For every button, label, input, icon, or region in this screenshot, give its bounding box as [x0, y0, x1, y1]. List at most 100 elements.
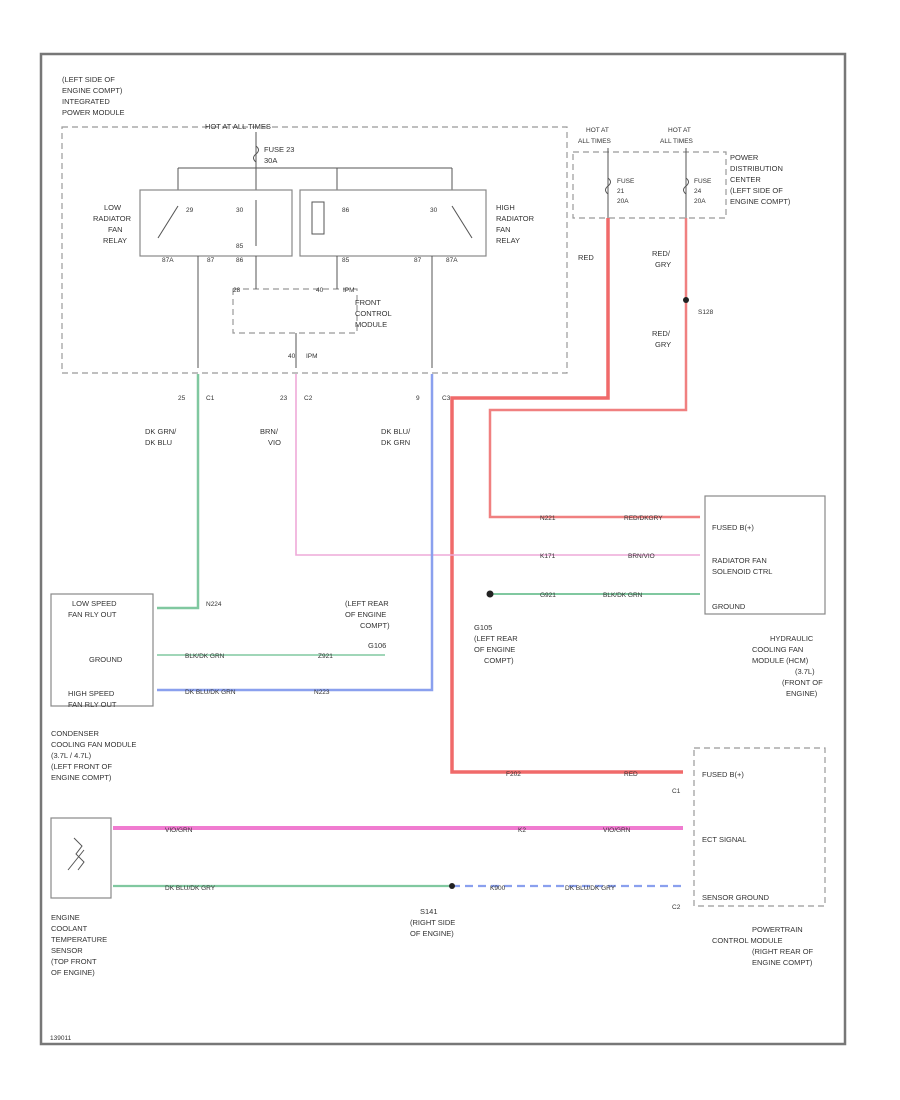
ground-g105-dot	[486, 590, 494, 598]
condenser-pin-high-1: HIGH SPEED	[68, 689, 115, 698]
condenser-label-2: COOLING FAN MODULE	[51, 740, 136, 749]
low-relay-pin-30: 30	[236, 207, 244, 214]
fcm-c2-pin-40: 40	[288, 353, 296, 360]
wire-label-c2-b: VIO	[268, 438, 281, 447]
c3-pin: 9	[416, 395, 420, 402]
pcm-connector-c1: C1	[672, 788, 681, 795]
footer-code: 139011	[50, 1035, 72, 1042]
fuse-21-rating: 20A	[617, 198, 629, 205]
high-relay-pin-86: 86	[342, 207, 350, 214]
ipm-location-2: ENGINE COMPT)	[62, 86, 123, 95]
ect-label-6: OF ENGINE)	[51, 968, 95, 977]
fuse-24-label: FUSE	[694, 178, 712, 185]
g105-line-3: OF ENGINE	[474, 645, 515, 654]
ect-box	[50, 817, 112, 899]
wire-dkblu-c3-to-condenser	[157, 374, 434, 692]
splice-s128-dot	[683, 297, 689, 303]
front-control-module-outline	[232, 288, 358, 334]
power-distribution-center: HOT AT ALL TIMES HOT AT ALL TIMES POWER …	[572, 127, 791, 219]
ect-label-5: (TOP FRONT	[51, 957, 97, 966]
wire-label-red-gry-1a: RED/	[652, 249, 671, 258]
low-relay-pin-87a: 87A	[162, 257, 174, 264]
ect-label-4: SENSOR	[51, 946, 83, 955]
splice-s141-label: S141 (RIGHT SIDE OF ENGINE)	[410, 907, 455, 938]
pcm-outline	[693, 747, 826, 907]
hcfm-label-1: HYDRAULIC	[770, 634, 814, 643]
pcm-label-4: ENGINE COMPT)	[752, 958, 813, 967]
ect-thermistor-symbol	[67, 837, 85, 871]
wire-label-g921: G921	[540, 592, 556, 599]
c1-pin: 25	[178, 395, 186, 402]
condenser-pin-low-1: LOW SPEED	[72, 599, 117, 608]
fcm-label-1: FRONT	[355, 298, 381, 307]
wire-label-vio-grn-2: VIO/GRN	[603, 827, 631, 834]
fcm-pin-ipm: IPM	[343, 287, 355, 294]
high-relay-pin-30: 30	[430, 207, 438, 214]
pdc-label-5: ENGINE COMPT)	[730, 197, 791, 206]
fuse-24-rating: 20A	[694, 198, 706, 205]
wire-label-vio-grn: VIO/GRN	[165, 827, 193, 834]
wire-brn-vio-c2-to-hcfm	[295, 374, 700, 556]
pdc-label-3: CENTER	[730, 175, 761, 184]
condenser-pin-ground: GROUND	[89, 655, 123, 664]
wire-label-red-dkgry: RED/DKGRY	[624, 515, 663, 522]
condenser-label-1: CONDENSER	[51, 729, 100, 738]
wire-label-dkblu-dkgry: DK BLU/DK GRY	[165, 885, 216, 892]
fuse-23-rating: 30A	[264, 156, 277, 165]
wire-label-red-gry-2b: GRY	[655, 340, 671, 349]
condenser-label-5: ENGINE COMPT)	[51, 773, 112, 782]
pcm-label-1: POWERTRAIN	[752, 925, 803, 934]
fuse-21-num: 21	[617, 188, 625, 195]
wires: S128 RED RED/ GRY RED/ GRY DK GRN/ DK BL…	[113, 218, 714, 892]
pcm-pin-ect: ECT SIGNAL	[702, 835, 746, 844]
g105-line-4: COMPT)	[484, 656, 514, 665]
c2-pin: 23	[280, 395, 288, 402]
wire-label-k900: K900	[490, 885, 506, 892]
engine-coolant-temperature-sensor: ENGINE COOLANT TEMPERATURE SENSOR (TOP F…	[50, 817, 112, 977]
s141-line-3: OF ENGINE)	[410, 929, 454, 938]
g105-line-2: (LEFT REAR	[474, 634, 518, 643]
diagram-frame	[39, 52, 847, 1046]
integrated-power-module: (LEFT SIDE OF ENGINE COMPT) INTEGRATED P…	[61, 75, 568, 402]
wire-label-red-gry-2a: RED/	[652, 329, 671, 338]
pcm-pin-sensor-ground: SENSOR GROUND	[702, 893, 770, 902]
pcm-pin-fused: FUSED B(+)	[702, 770, 744, 779]
wire-label-c3-b: DK GRN	[381, 438, 410, 447]
wire-label-brn-vio: BRN/VIO	[628, 553, 655, 560]
wire-label-dkblu-dkgry-2: DK BLU/DK GRY	[565, 885, 616, 892]
wire-label-c1-a: DK GRN/	[145, 427, 177, 436]
pcm-label-2: CONTROL MODULE	[712, 936, 783, 945]
fuse-21-label: FUSE	[617, 178, 635, 185]
low-relay-label-2: RADIATOR	[93, 214, 132, 223]
low-relay-label-3: FAN	[108, 225, 123, 234]
hcfm-pin-ground: GROUND	[712, 602, 746, 611]
wire-label-c2-a: BRN/	[260, 427, 279, 436]
g105-line-1: G105	[474, 623, 492, 632]
pdc-label-1: POWER	[730, 153, 759, 162]
pdc-hot-left-2: ALL TIMES	[578, 138, 612, 145]
ipm-hot-label: HOT AT ALL TIMES	[205, 122, 271, 131]
fcm-c2-pin-ipm: IPM	[306, 353, 318, 360]
ground-g105-label: G105 (LEFT REAR OF ENGINE COMPT)	[474, 623, 518, 665]
s141-line-1: S141	[420, 907, 438, 916]
hydraulic-cooling-fan-module: FUSED B(+) RADIATOR FAN SOLENOID CTRL GR…	[704, 495, 826, 698]
wire-label-n224: N224	[206, 601, 222, 608]
high-relay-label-1: HIGH	[496, 203, 515, 212]
fuse-23-symbol	[253, 145, 259, 163]
ipm-location-3: INTEGRATED	[62, 97, 110, 106]
high-relay-pin-87: 87	[414, 257, 422, 264]
splice-s141-dot	[449, 883, 455, 889]
hcfm-label-3: MODULE (HCM)	[752, 656, 809, 665]
condenser-pin-low-2: FAN RLY OUT	[68, 610, 117, 619]
low-relay-label-4: RELAY	[103, 236, 127, 245]
splice-s128-label: S128	[698, 309, 714, 316]
wire-label-k2: K2	[518, 827, 526, 834]
pdc-hot-right-1: HOT AT	[668, 127, 691, 134]
fuse-24-num: 24	[694, 188, 702, 195]
pdc-hot-right-2: ALL TIMES	[660, 138, 694, 145]
condenser-pin-high-2: FAN RLY OUT	[68, 700, 117, 709]
fcm-label-3: MODULE	[355, 320, 387, 329]
wire-label-f202: F202	[506, 771, 521, 778]
g106-line-2: OF ENGINE	[345, 610, 386, 619]
